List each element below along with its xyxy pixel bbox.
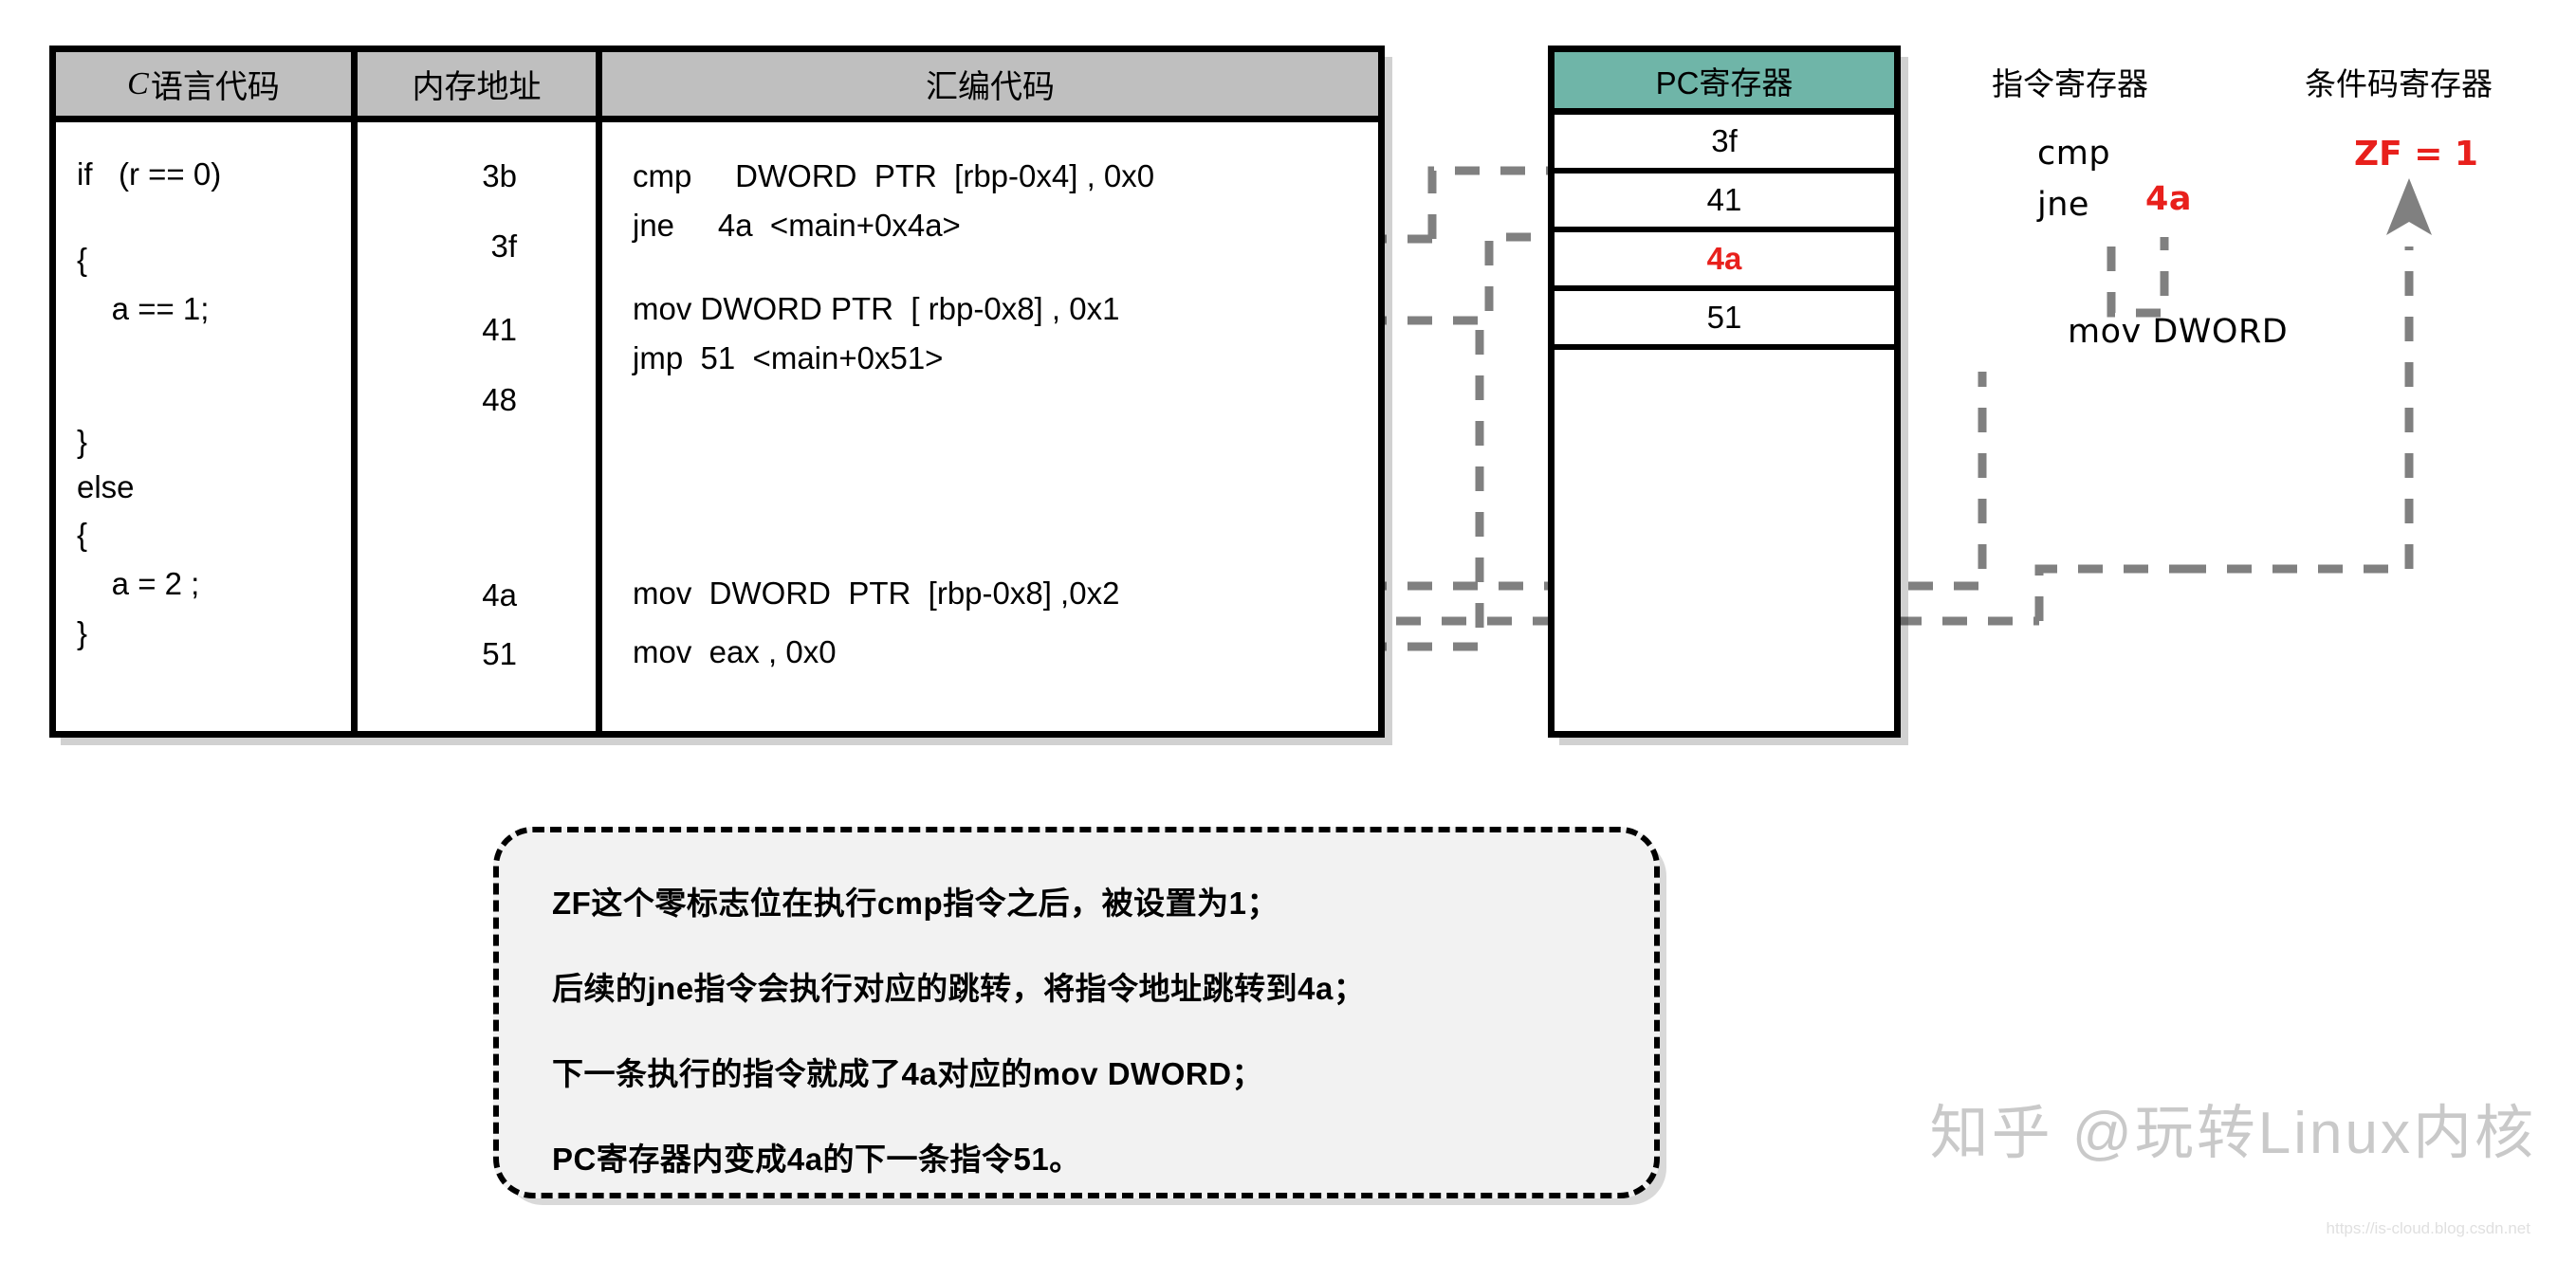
header-memory-address: 内存地址 — [358, 52, 602, 116]
pc-register-row-2-highlight: 4a — [1555, 232, 1894, 291]
pc-register-title: PC寄存器 — [1555, 52, 1894, 115]
condition-code-register-title: 条件码寄存器 — [2305, 66, 2493, 101]
asm-line-3: jmp 51 <main+0x51> — [633, 340, 944, 375]
c-line-7: } — [77, 615, 88, 650]
table-body: if (r == 0) { a == 1; } else { a = 2 ; }… — [56, 122, 1378, 731]
address-3f: 3f — [490, 228, 517, 264]
instruction-register-line-jne: jne — [2037, 186, 2089, 224]
callout-line-3: PC寄存器内变成4a的下一条指令51。 — [552, 1142, 1081, 1177]
instruction-register-line-cmp: cmp — [2037, 135, 2111, 173]
header-assembly: 汇编代码 — [926, 69, 1055, 105]
column-assembly: cmp DWORD PTR [rbp-0x4] , 0x0 jne 4a <ma… — [602, 122, 1378, 731]
callout-line-0: ZF这个零标志位在执行cmp指令之后，被设置为1； — [552, 886, 1279, 921]
asm-line-4: mov DWORD PTR [rbp-0x8] ,0x2 — [633, 576, 1120, 611]
address-3b: 3b — [482, 158, 517, 193]
callout-line-1: 后续的jne指令会执行对应的跳转，将指令地址跳转到4a； — [552, 971, 1366, 1006]
address-48: 48 — [482, 382, 517, 417]
explanation-callout: ZF这个零标志位在执行cmp指令之后，被设置为1； 后续的jne指令会执行对应的… — [493, 827, 1660, 1198]
address-51: 51 — [482, 636, 517, 671]
c-line-4: else — [77, 469, 135, 504]
pc-register-row-0: 3f — [1555, 115, 1894, 174]
instruction-register-title: 指令寄存器 — [1992, 66, 2148, 101]
c-line-2: a == 1; — [77, 291, 210, 326]
pc-register-row-3: 51 — [1555, 291, 1894, 350]
pc-register-row-1: 41 — [1555, 174, 1894, 232]
address-41: 41 — [482, 312, 517, 347]
watermark-url: https://is-cloud.blog.csdn.net — [2326, 1219, 2530, 1237]
column-c-code: if (r == 0) { a == 1; } else { a = 2 ; } — [56, 122, 358, 731]
c-line-1: { — [77, 242, 88, 277]
asm-line-5: mov eax , 0x0 — [633, 634, 837, 669]
column-memory-address: 3b 3f 41 48 4a 51 — [358, 122, 602, 731]
instruction-register-line-mov: mov DWORD — [2068, 313, 2289, 351]
instruction-register-jump-target: 4a — [2145, 180, 2192, 218]
zf-up-arrow — [2386, 178, 2432, 235]
asm-line-2: mov DWORD PTR [ rbp-0x8] , 0x1 — [633, 291, 1120, 326]
c-line-3: } — [77, 424, 88, 459]
callout-line-2: 下一条执行的指令就成了4a对应的mov DWORD； — [552, 1056, 1264, 1091]
watermark: 知乎 @玩转Linux内核 — [1929, 1101, 2536, 1166]
address-4a: 4a — [482, 577, 517, 612]
pc-register-box: PC寄存器 3f 41 4a 51 — [1548, 46, 1901, 738]
status-badge-zf: ZF = 1 — [2354, 135, 2478, 174]
c-line-0: if (r == 0) — [77, 156, 222, 192]
asm-line-0: cmp DWORD PTR [rbp-0x4] , 0x0 — [633, 158, 1155, 193]
asm-line-1: jne 4a <main+0x4a> — [633, 208, 961, 243]
c-line-6: a = 2 ; — [77, 566, 200, 601]
c-line-5: { — [77, 517, 88, 552]
